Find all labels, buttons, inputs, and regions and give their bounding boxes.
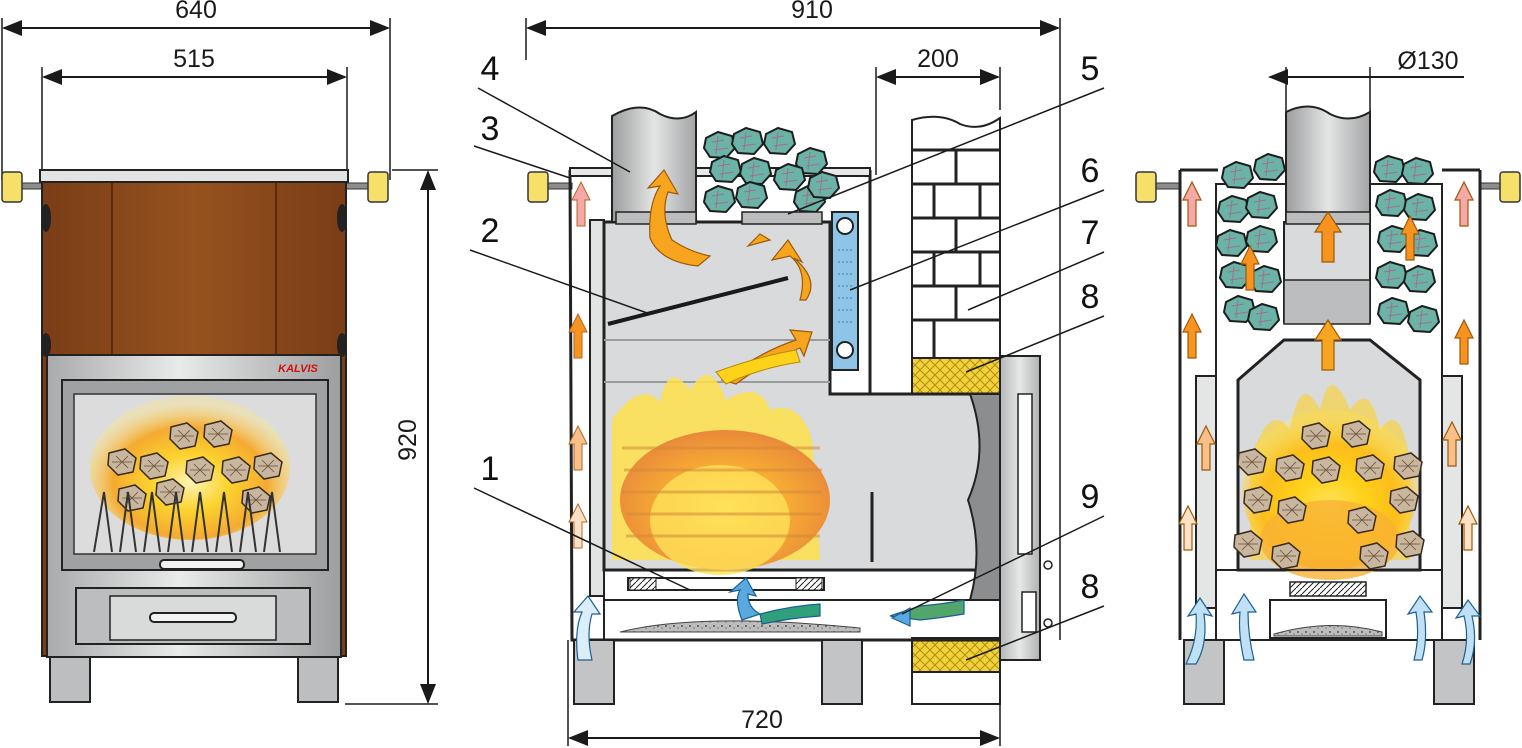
callout-label: 7 [1081, 214, 1100, 252]
left-handle-icon [1, 171, 23, 203]
dim-wall-offset: 200 [917, 45, 959, 73]
dim-chimney-diameter: Ø130 [1397, 47, 1458, 75]
dim-side-total-width: 910 [791, 0, 833, 24]
deflector-plate [607, 276, 789, 326]
insulation-lower [911, 637, 1001, 673]
door-handle [159, 559, 245, 570]
dim-front-inner-width: 515 [173, 45, 215, 73]
callout-label: 2 [481, 212, 500, 250]
right-handle-icon [367, 171, 389, 203]
brand-logo: KALVIS [278, 363, 318, 375]
callout-label: 1 [481, 450, 500, 488]
fire [612, 375, 830, 575]
side-handle-icon [527, 171, 549, 203]
callout-label: 4 [481, 50, 500, 88]
callout-label: 8 [1081, 568, 1100, 606]
side-section-view: 910 200 720 [469, 0, 1105, 746]
callout-labels: 1 2 3 4 5 6 7 8 8 9 [481, 50, 1100, 606]
dim-height: 920 [394, 419, 422, 461]
callout-label: 5 [1081, 50, 1100, 88]
callout-label: 3 [481, 110, 500, 148]
front-section-view: Ø130 [1135, 47, 1521, 705]
front-view: 640 515 920 KALVIS [1, 0, 438, 705]
callout-label: 6 [1081, 152, 1100, 190]
callout-label: 9 [1081, 478, 1100, 516]
drawer-handle [149, 612, 237, 623]
callout-label: 8 [1081, 278, 1100, 316]
dim-front-outer-width: 640 [175, 0, 217, 24]
dim-side-base-width: 720 [741, 706, 783, 734]
